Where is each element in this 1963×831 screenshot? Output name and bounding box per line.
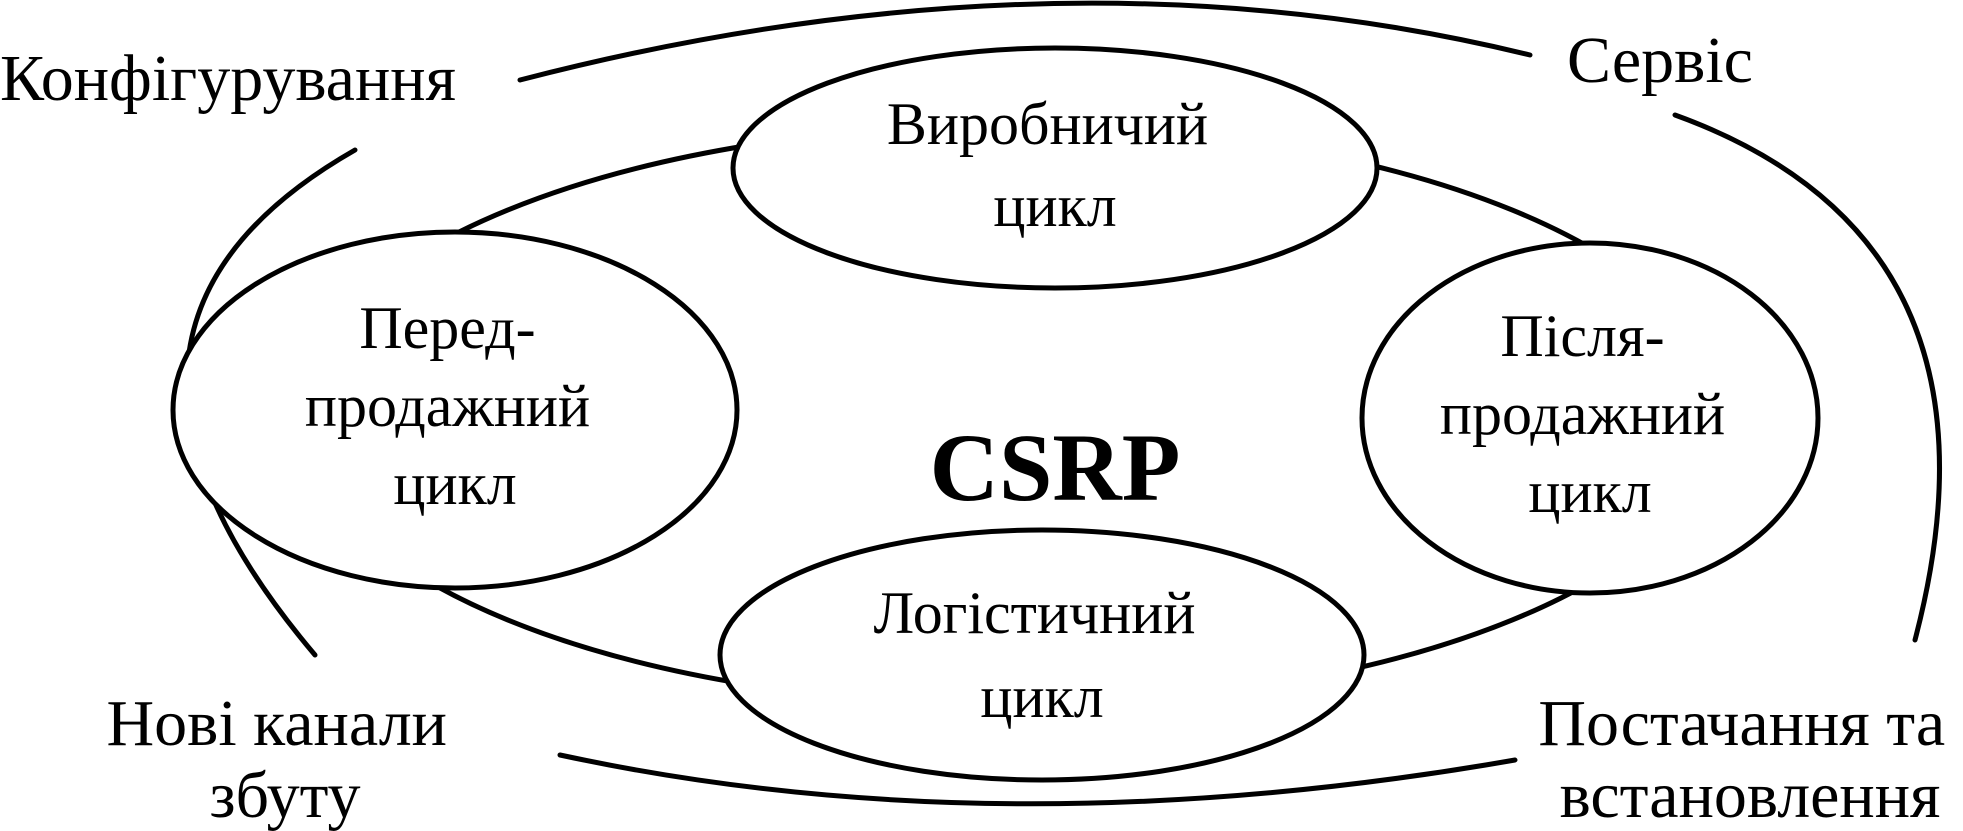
node-left-label: Перед- продажний цикл — [305, 295, 605, 517]
node-top-line-2: цикл — [993, 173, 1116, 239]
node-right-line-2: продажний — [1440, 381, 1725, 447]
node-bottom-line-1: Логістичний — [874, 580, 1196, 646]
outer-top-right-label: Сервіс — [1567, 24, 1753, 97]
node-top-label: Виробничий цикл — [887, 91, 1223, 239]
node-left-line-1: Перед- — [359, 295, 535, 361]
outer-bottom-left-line-1: Нові канали — [107, 687, 447, 760]
node-right-ellipse — [1359, 240, 1821, 596]
outer-arc-bottom — [557, 752, 1518, 807]
outer-top-left-label: Конфігурування — [0, 42, 456, 115]
outer-bottom-right-label: Постачання та встановлення — [1538, 687, 1961, 831]
outer-arc-top — [517, 0, 1533, 83]
node-right-line-1: Після- — [1500, 303, 1664, 369]
node-bottom-line-2: цикл — [980, 664, 1103, 730]
node-right-label: Після- продажний цикл — [1440, 303, 1740, 525]
outer-bottom-right-line-2: встановлення — [1560, 759, 1941, 831]
node-left-line-2: продажний — [305, 373, 590, 439]
outer-arc-right — [1672, 112, 1942, 643]
node-bottom-ellipse — [717, 527, 1367, 783]
node-top-ellipse — [730, 45, 1380, 291]
outer-top-left-line-1: Конфігурування — [0, 42, 456, 115]
center-label: CSRP — [930, 414, 1181, 521]
node-top-line-1: Виробничий — [887, 91, 1208, 157]
outer-top-right-line-1: Сервіс — [1567, 24, 1753, 97]
node-left-line-3: цикл — [393, 451, 516, 517]
node-right-line-3: цикл — [1528, 459, 1651, 525]
node-bottom-label: Логістичний цикл — [874, 580, 1211, 730]
outer-bottom-left-line-2: збуту — [209, 759, 360, 831]
outer-bottom-right-line-1: Постачання та — [1538, 687, 1945, 760]
node-left-ellipse — [170, 229, 740, 591]
outer-bottom-left-label: Нові канали збуту — [107, 687, 464, 831]
